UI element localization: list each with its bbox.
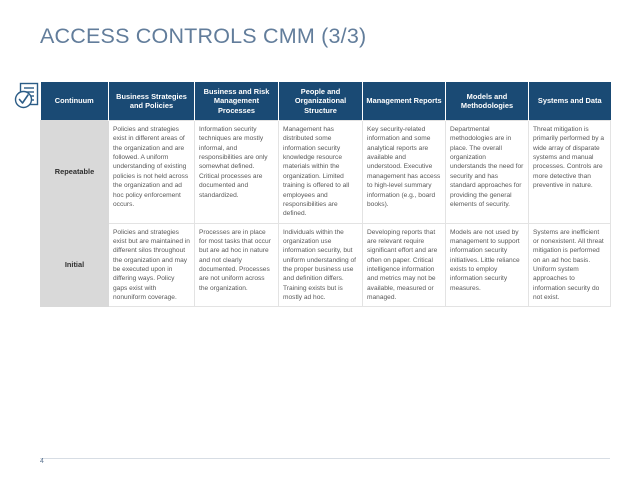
- level-label-initial: Initial: [40, 222, 109, 308]
- cell-initial-business-strategies: Policies and strategies exist but are ma…: [108, 222, 195, 308]
- column-header-business-and-risk-management-processes: Business and Risk Management Processes: [194, 82, 279, 121]
- table-row: Initial Policies and strategies exist bu…: [40, 222, 611, 308]
- cell-initial-management-reports: Developing reports that are relevant req…: [362, 222, 446, 308]
- cell-initial-systems-data: Systems are inefficient or nonexistent. …: [528, 222, 611, 308]
- cell-initial-people-structure: Individuals within the organization use …: [278, 222, 363, 308]
- column-header-people-and-organizational-structure: People and Organizational Structure: [278, 82, 363, 121]
- column-header-models-and-methodologies: Models and Methodologies: [445, 82, 529, 121]
- column-header-business-strategies-and-policies: Business Strategies and Policies: [108, 82, 195, 121]
- column-header-systems-and-data: Systems and Data: [528, 82, 611, 121]
- cell-repeatable-business-strategies: Policies and strategies exist in differe…: [108, 120, 195, 224]
- level-label-repeatable: Repeatable: [40, 120, 109, 224]
- cell-initial-risk-processes: Processes are in place for most tasks th…: [194, 222, 279, 308]
- cell-repeatable-people-structure: Management has distributed some informat…: [278, 120, 363, 224]
- page-title: ACCESS CONTROLS CMM (3/3): [40, 24, 367, 48]
- cell-repeatable-risk-processes: Information security techniques are most…: [194, 120, 279, 224]
- cell-repeatable-systems-data: Threat mitigation is primarily performed…: [528, 120, 611, 224]
- table-header-row: Continuum Business Strategies and Polici…: [40, 82, 611, 121]
- column-header-management-reports: Management Reports: [362, 82, 446, 121]
- footer-divider: [40, 458, 610, 459]
- page-number: 4: [40, 458, 44, 465]
- cell-initial-models-methodologies: Models are not used by management to sup…: [445, 222, 529, 308]
- checklist-document-icon: [13, 81, 43, 111]
- cell-repeatable-models-methodologies: Departmental methodologies are in place.…: [445, 120, 529, 224]
- cmm-table: Continuum Business Strategies and Polici…: [40, 82, 611, 308]
- cell-repeatable-management-reports: Key security-related information and som…: [362, 120, 446, 224]
- column-header-continuum: Continuum: [40, 82, 109, 121]
- table-row: Repeatable Policies and strategies exist…: [40, 120, 611, 224]
